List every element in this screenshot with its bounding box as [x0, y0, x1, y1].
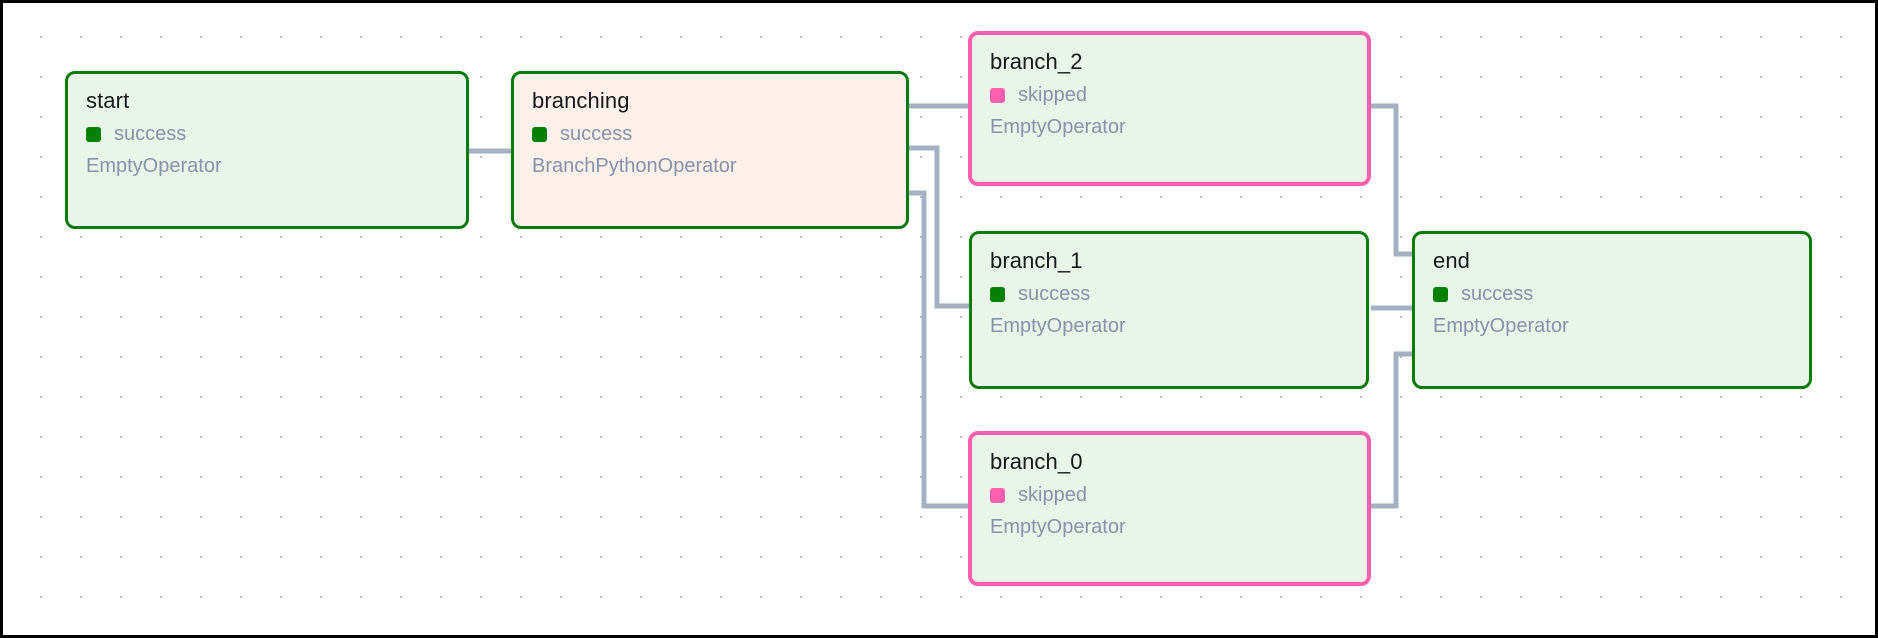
dag-node-operator: BranchPythonOperator [532, 155, 737, 177]
dag-node-operator: EmptyOperator [990, 116, 1126, 138]
dag-node-branching[interactable]: branching success BranchPythonOperator [511, 71, 909, 229]
edge-branch_0-to-end [1371, 351, 1414, 509]
dag-node-title: branch_1 [990, 248, 1083, 273]
dag-node-state-label: success [560, 123, 633, 145]
dag-node-operator: EmptyOperator [86, 155, 222, 177]
dag-node-branch_2[interactable]: branch_2 skipped EmptyOperator [968, 31, 1371, 186]
dag-node-state-row: success [86, 123, 448, 145]
dag-node-title: start [86, 88, 130, 113]
dag-node-state-label: skipped [1018, 84, 1087, 106]
dag-node-operator: EmptyOperator [990, 315, 1126, 337]
dag-node-branch_0[interactable]: branch_0 skipped EmptyOperator [968, 431, 1371, 586]
square-status-icon [990, 487, 1005, 503]
dag-node-end[interactable]: end success EmptyOperator [1412, 231, 1812, 389]
dag-node-title: end [1433, 248, 1471, 273]
dag-node-state-row: success [990, 283, 1348, 305]
dag-node-state-label: skipped [1018, 484, 1087, 506]
dag-node-title: branch_0 [990, 449, 1083, 474]
dag-node-state-row: success [1433, 283, 1791, 305]
dag-node-state-row: success [532, 123, 888, 145]
dag-node-state-row: skipped [990, 484, 1349, 506]
dag-node-state-row: skipped [990, 84, 1349, 106]
dag-node-operator: EmptyOperator [1433, 315, 1569, 337]
edge-branching-to-branch_1 [909, 145, 969, 309]
square-status-icon [532, 126, 547, 142]
dag-node-state-label: success [1461, 283, 1534, 305]
dag-node-branch_1[interactable]: branch_1 success EmptyOperator [969, 231, 1369, 389]
square-status-icon [990, 87, 1005, 103]
square-status-icon [1433, 286, 1448, 302]
edge-branching-to-branch_0 [909, 190, 969, 509]
dag-node-title: branching [532, 88, 630, 113]
dag-node-operator: EmptyOperator [990, 516, 1126, 538]
square-status-icon [990, 286, 1005, 302]
dag-node-start[interactable]: start success EmptyOperator [65, 71, 469, 229]
dag-node-state-label: success [1018, 283, 1091, 305]
square-status-icon [86, 126, 101, 142]
dag-node-state-label: success [114, 123, 187, 145]
edge-branch_2-to-end [1371, 103, 1414, 257]
dag-node-title: branch_2 [990, 49, 1083, 74]
